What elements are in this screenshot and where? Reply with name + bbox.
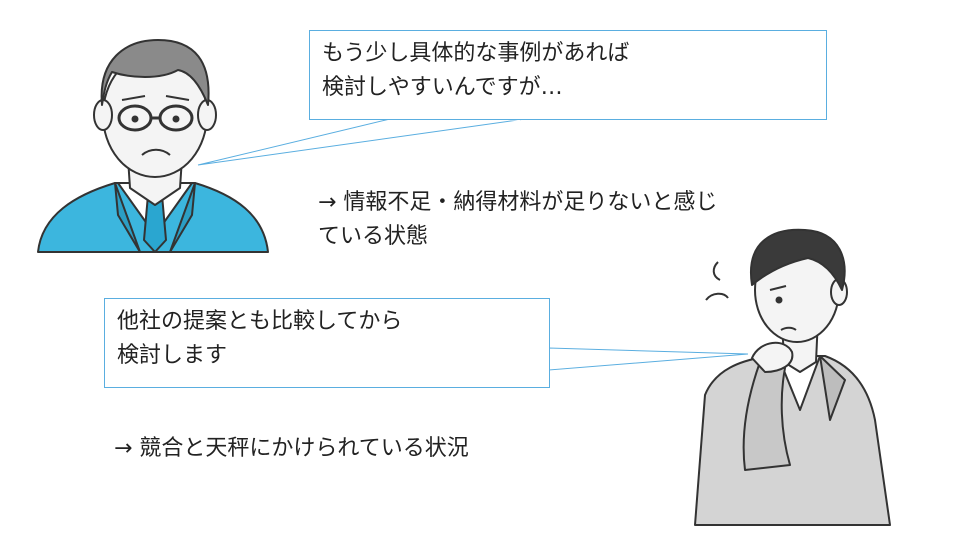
analysis-note-2: → 競合と天秤にかけられている状況 <box>114 432 469 466</box>
note1-line-1: → 情報不足・納得材料が足りないと感じ <box>318 190 718 215</box>
bubble1-line-1: もう少し具体的な事例があれば <box>322 41 630 66</box>
bubble1-line-2: 検討しやすいんですが… <box>322 75 563 100</box>
note2-line-1: → 競合と天秤にかけられている状況 <box>114 436 469 461</box>
bubble2-tail <box>548 347 749 371</box>
note1-line-2: ている状態 <box>318 224 429 249</box>
bubble1-tail <box>197 118 526 166</box>
bubble2-line-1: 他社の提案とも比較してから <box>117 309 403 334</box>
businessman-thinking-illustration <box>694 228 891 526</box>
speech-bubble-1: もう少し具体的な事例があれば 検討しやすいんですが… <box>309 30 827 120</box>
older-man-illustration <box>37 39 269 253</box>
analysis-note-1: → 情報不足・納得材料が足りないと感じ ている状態 <box>318 186 717 254</box>
bubble2-line-2: 検討します <box>117 343 228 368</box>
speech-bubble-2: 他社の提案とも比較してから 検討します <box>104 298 550 388</box>
